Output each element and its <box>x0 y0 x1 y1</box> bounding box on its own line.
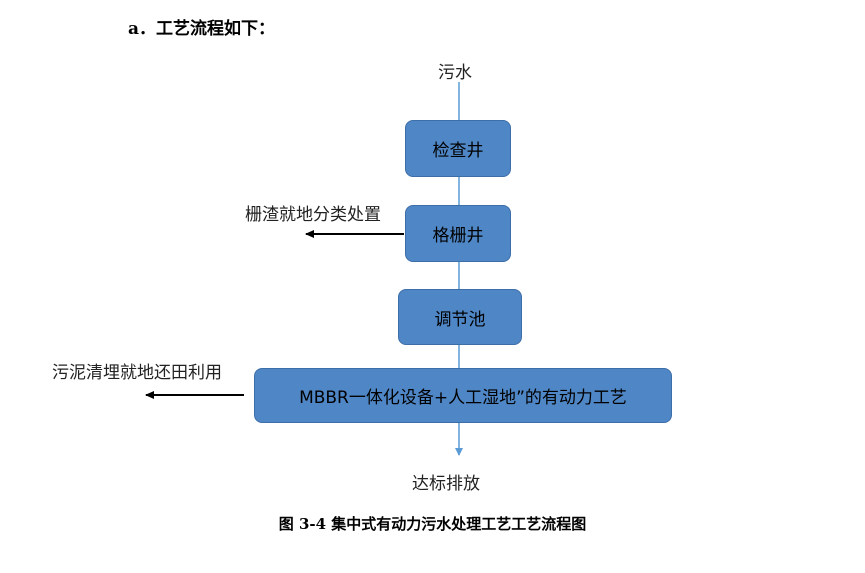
screen-waste-label: 栅渣就地分类处置 <box>245 205 381 225</box>
input-label: 污水 <box>438 63 472 83</box>
output-label: 达标排放 <box>412 474 480 494</box>
step-mbbr-wetland: MBBR一体化设备+人工湿地”的有动力工艺 <box>254 368 672 423</box>
section-heading: a．工艺流程如下： <box>128 19 276 39</box>
step-screen-well: 格栅井 <box>405 205 511 262</box>
step-inspection-well: 检查井 <box>405 120 511 177</box>
sludge-label: 污泥清埋就地还田利用 <box>52 363 222 383</box>
figure-caption: 图 3-4 集中式有动力污水处理工艺工艺流程图 <box>278 515 587 533</box>
step-equalization-tank: 调节池 <box>398 289 522 345</box>
